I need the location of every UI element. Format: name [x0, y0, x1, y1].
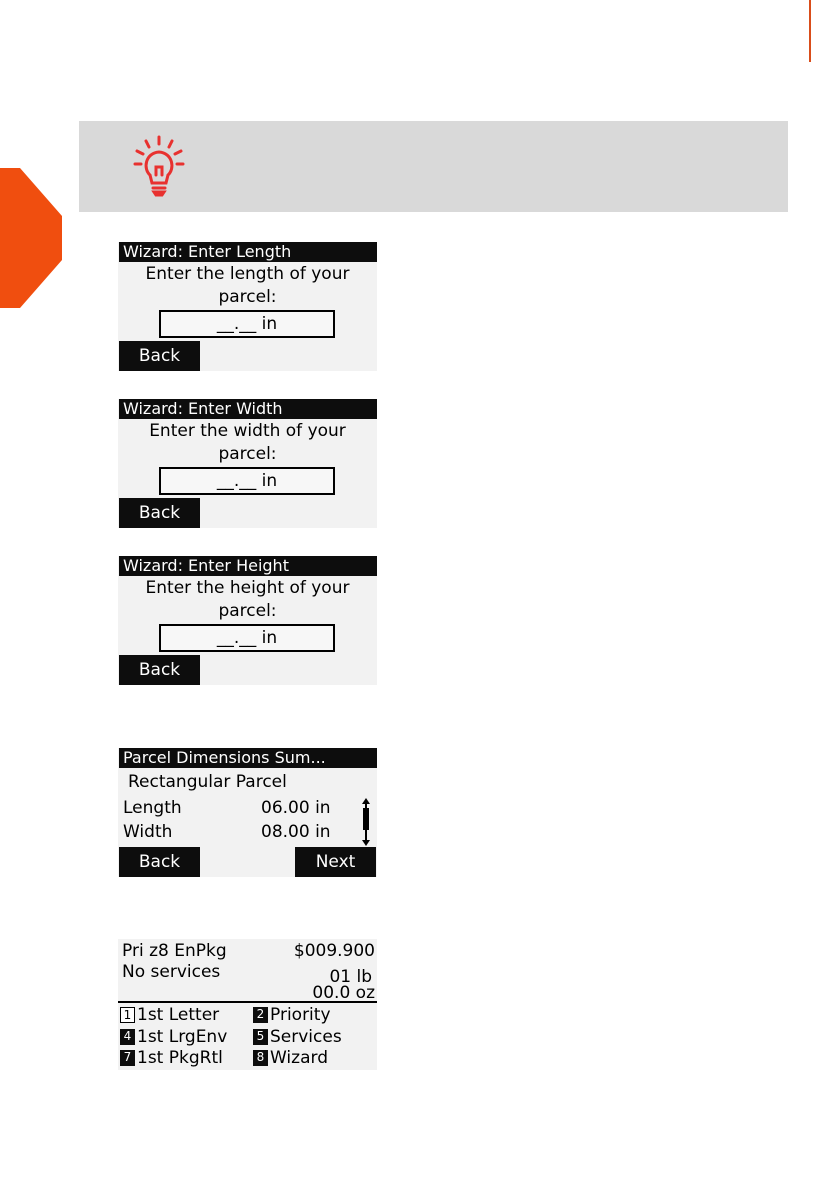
- divider: [118, 1001, 377, 1003]
- prompt-line-2: parcel:: [218, 444, 277, 464]
- prompt-line-2: parcel:: [218, 287, 277, 307]
- screen-title: Parcel Dimensions Sum...: [119, 748, 377, 768]
- chapter-tab-marker: [0, 168, 62, 308]
- menu-item-label: 1st Letter: [137, 1005, 220, 1025]
- postage-amount: $009.900: [293, 941, 375, 961]
- menu-item-label: Services: [270, 1027, 342, 1047]
- screen-enter-width: Wizard: Enter Width Enter the width of y…: [118, 399, 377, 528]
- lightbulb-icon: [133, 135, 185, 197]
- weight-oz: 00.0 oz: [312, 983, 375, 1003]
- next-button[interactable]: Next: [295, 847, 376, 877]
- screen-dimensions-summary: Parcel Dimensions Sum... Rectangular Par…: [118, 748, 377, 877]
- screen-title: Wizard: Enter Length: [119, 242, 377, 262]
- back-button[interactable]: Back: [119, 341, 200, 371]
- key-badge: 7: [120, 1050, 135, 1066]
- length-input[interactable]: __.__ in: [159, 310, 335, 338]
- tip-box: [79, 121, 788, 212]
- menu-item-label: Priority: [270, 1005, 331, 1025]
- screen-title: Wizard: Enter Width: [119, 399, 377, 419]
- mail-class: Pri z8 EnPkg: [122, 941, 227, 961]
- screen-home: Pri z8 EnPkg $009.900 No services 01 lb …: [118, 939, 377, 1070]
- dimension-value: 06.00 in: [261, 798, 331, 818]
- key-badge: 8: [253, 1050, 268, 1066]
- menu-item-label: 1st LrgEnv: [137, 1027, 228, 1047]
- back-button[interactable]: Back: [119, 655, 200, 685]
- menu-item-label: Wizard: [270, 1048, 328, 1068]
- page-margin-line: [809, 0, 811, 62]
- height-input[interactable]: __.__ in: [159, 624, 335, 652]
- scrollbar[interactable]: [360, 798, 372, 846]
- screen-enter-length: Wizard: Enter Length Enter the length of…: [118, 242, 377, 371]
- prompt-line-1: Enter the length of your: [145, 264, 350, 284]
- prompt-line-2: parcel:: [218, 601, 277, 621]
- dimension-label: Length: [123, 798, 182, 818]
- key-badge: 1: [120, 1007, 135, 1023]
- parcel-type: Rectangular Parcel: [128, 772, 287, 792]
- key-badge: 2: [253, 1007, 268, 1023]
- back-button[interactable]: Back: [119, 847, 200, 877]
- prompt-line-1: Enter the width of your: [149, 421, 346, 441]
- prompt-line-1: Enter the height of your: [145, 578, 350, 598]
- screen-title: Wizard: Enter Height: [119, 556, 377, 576]
- screen-enter-height: Wizard: Enter Height Enter the height of…: [118, 556, 377, 685]
- services-status: No services: [122, 962, 221, 982]
- dimension-label: Width: [123, 822, 173, 842]
- menu-item-label: 1st PkgRtl: [137, 1048, 223, 1068]
- key-badge: 5: [253, 1029, 268, 1045]
- width-input[interactable]: __.__ in: [159, 467, 335, 495]
- key-badge: 4: [120, 1029, 135, 1045]
- dimension-value: 08.00 in: [261, 822, 331, 842]
- back-button[interactable]: Back: [119, 498, 200, 528]
- weight-lb: 01 lb: [329, 967, 372, 987]
